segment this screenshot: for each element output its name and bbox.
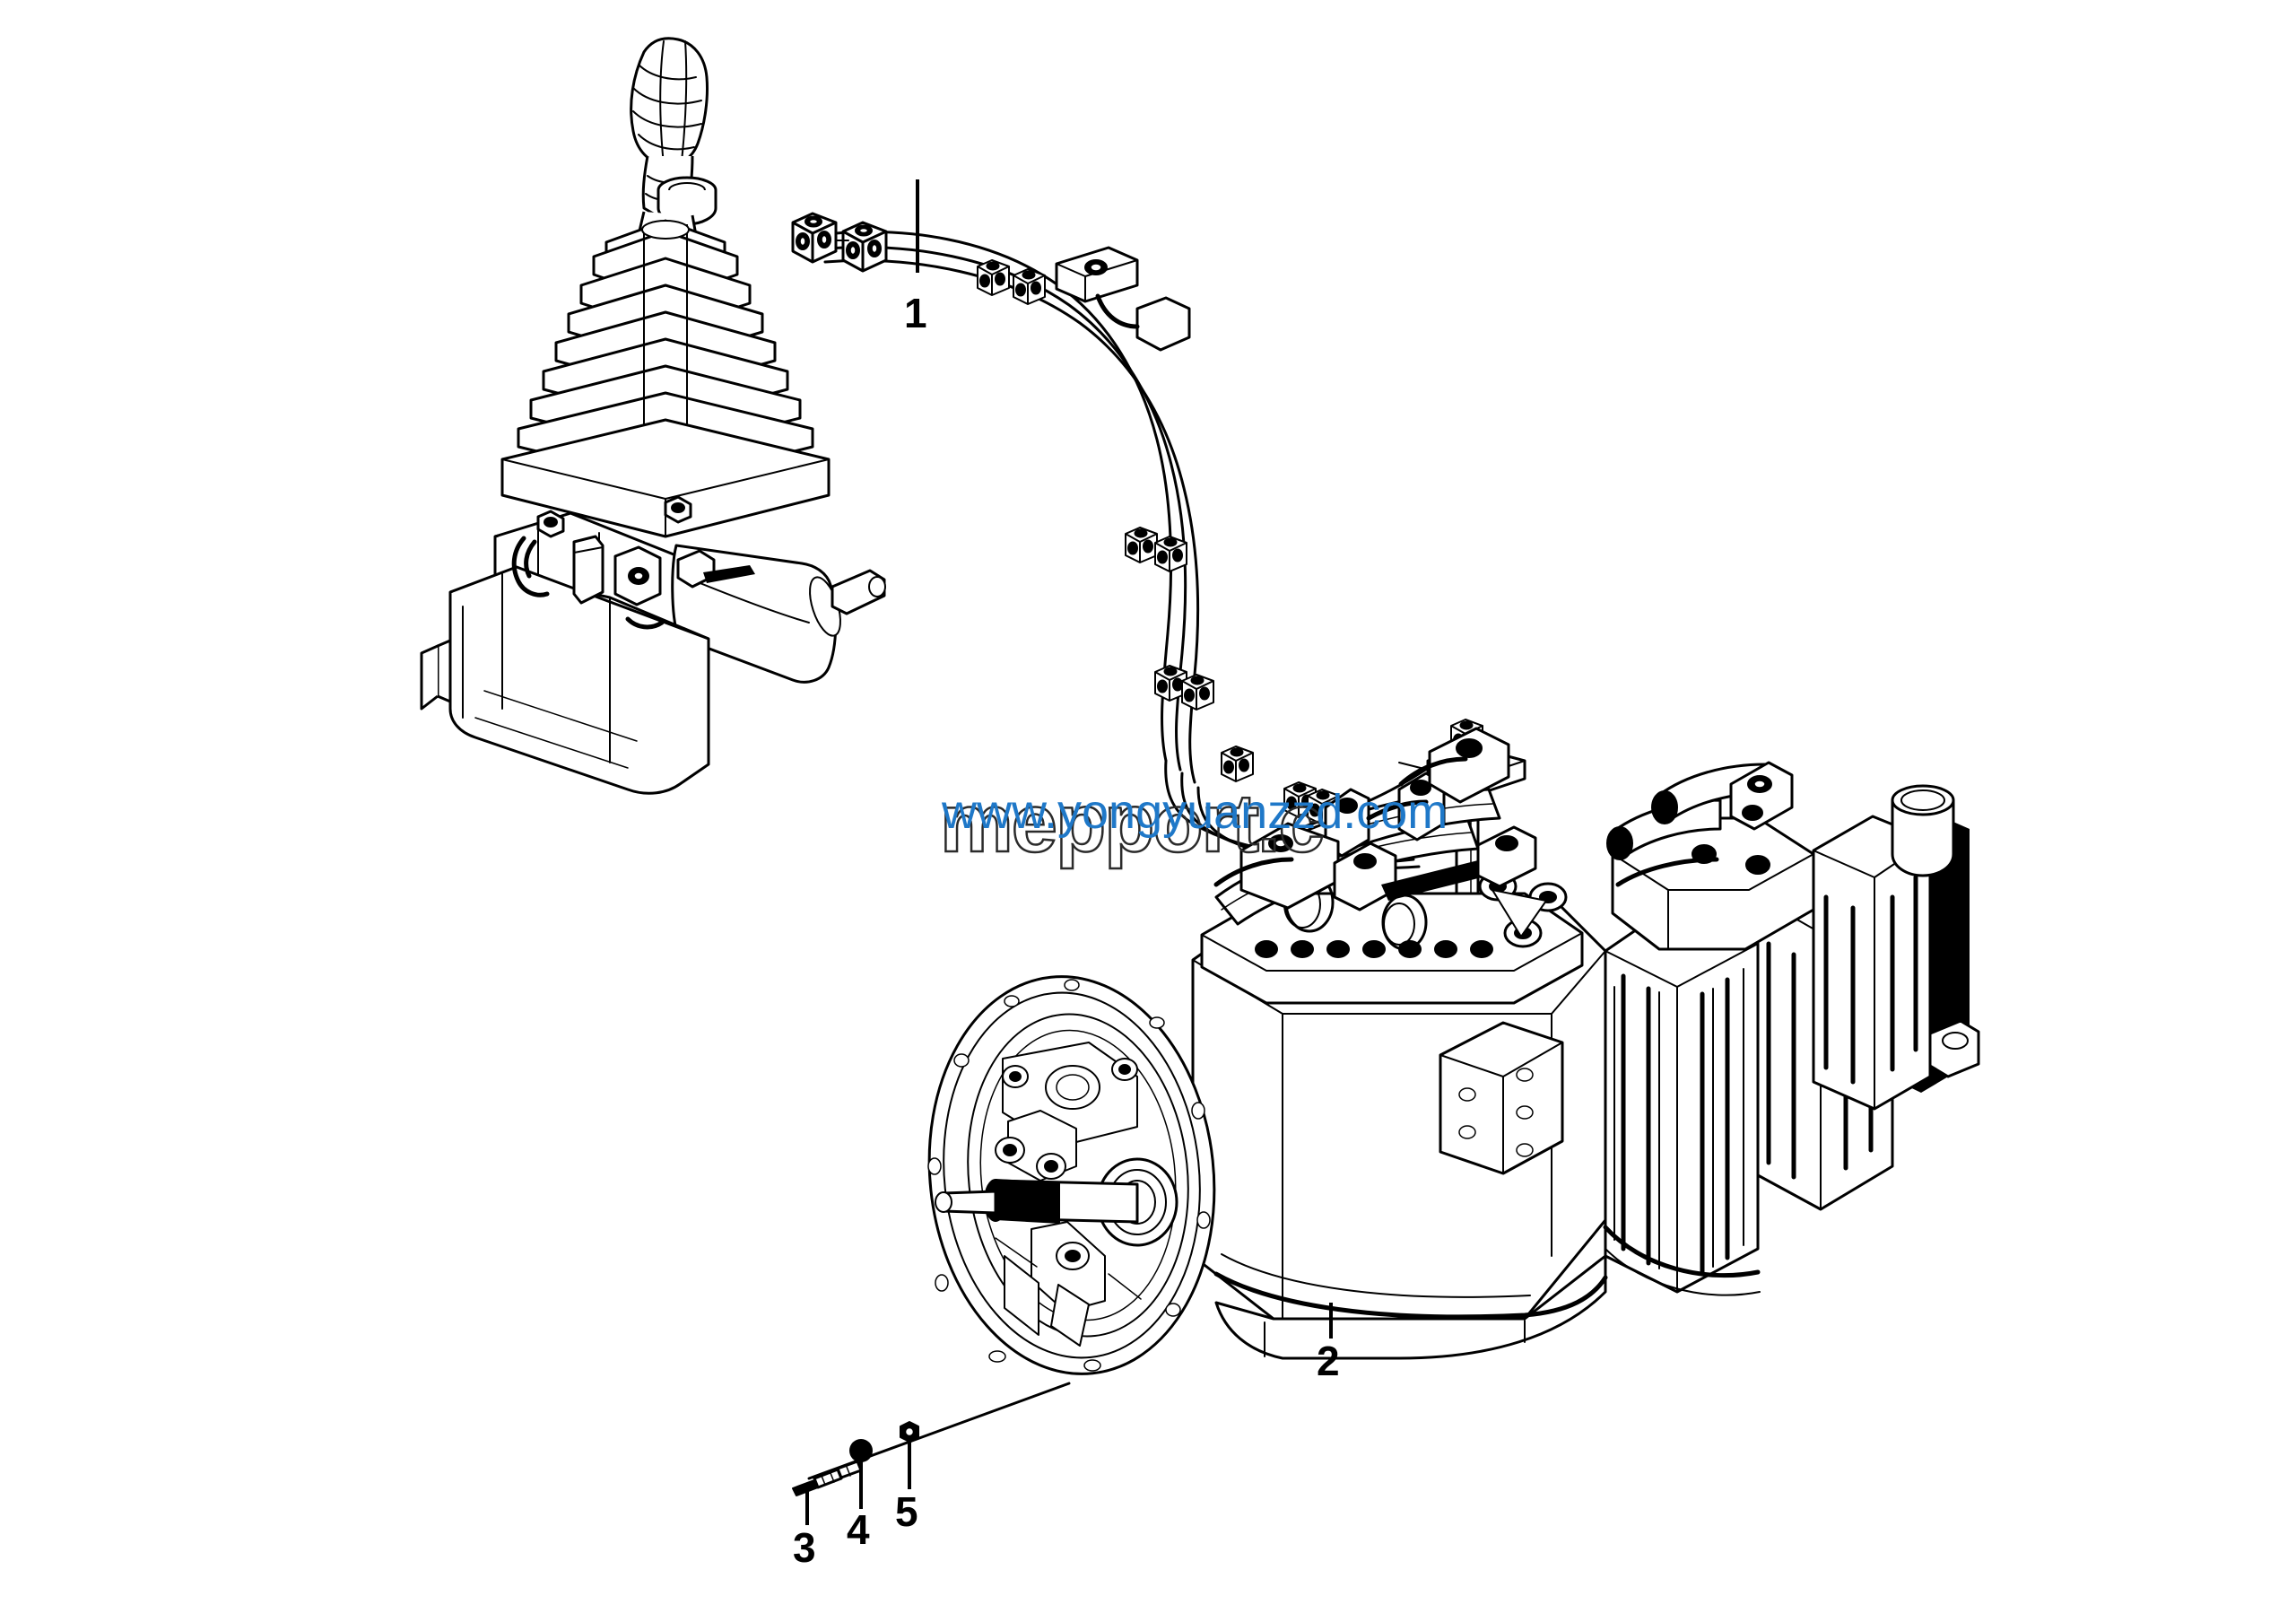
callout-label-2: 2 (1317, 1338, 1340, 1384)
callout-label-3: 3 (793, 1524, 816, 1571)
cable-connector-block (1221, 746, 1254, 782)
hex-bolt (792, 1460, 863, 1496)
callout-label-5: 5 (895, 1488, 918, 1535)
bell-housing (927, 975, 1216, 1375)
air-filter-breather (1812, 784, 1980, 1111)
cable-connector-block (1013, 268, 1046, 305)
callout-label-4: 4 (847, 1506, 870, 1553)
cable-clamp (1055, 246, 1191, 352)
shift-tower-housing (420, 495, 886, 795)
side-mounting-flange (1439, 1021, 1564, 1175)
cable-connector-block (977, 259, 1010, 296)
fastener-assembly (792, 1382, 1071, 1525)
oil-pan-sump (1214, 1254, 1607, 1360)
cable-connector-block (791, 212, 838, 264)
callout-label-1: 1 (904, 290, 927, 336)
gear-shift-lever-assembly (420, 37, 886, 795)
cable-connector-block (1154, 536, 1187, 572)
shift-control-cable-assembly (791, 212, 1483, 870)
cable-connector-block (1125, 527, 1158, 563)
cable-connector-block (1181, 674, 1214, 711)
gearbox-top-linkage (1213, 822, 1537, 951)
range-unit (1603, 906, 1761, 1296)
shift-linkage-details (511, 535, 755, 630)
flat-washer (849, 1439, 873, 1462)
cable-connector-block (841, 221, 888, 273)
transmission-gearbox-assembly (927, 727, 1980, 1375)
rear-control-block (1606, 761, 1815, 951)
shift-lever-mounting-plate (500, 418, 831, 538)
